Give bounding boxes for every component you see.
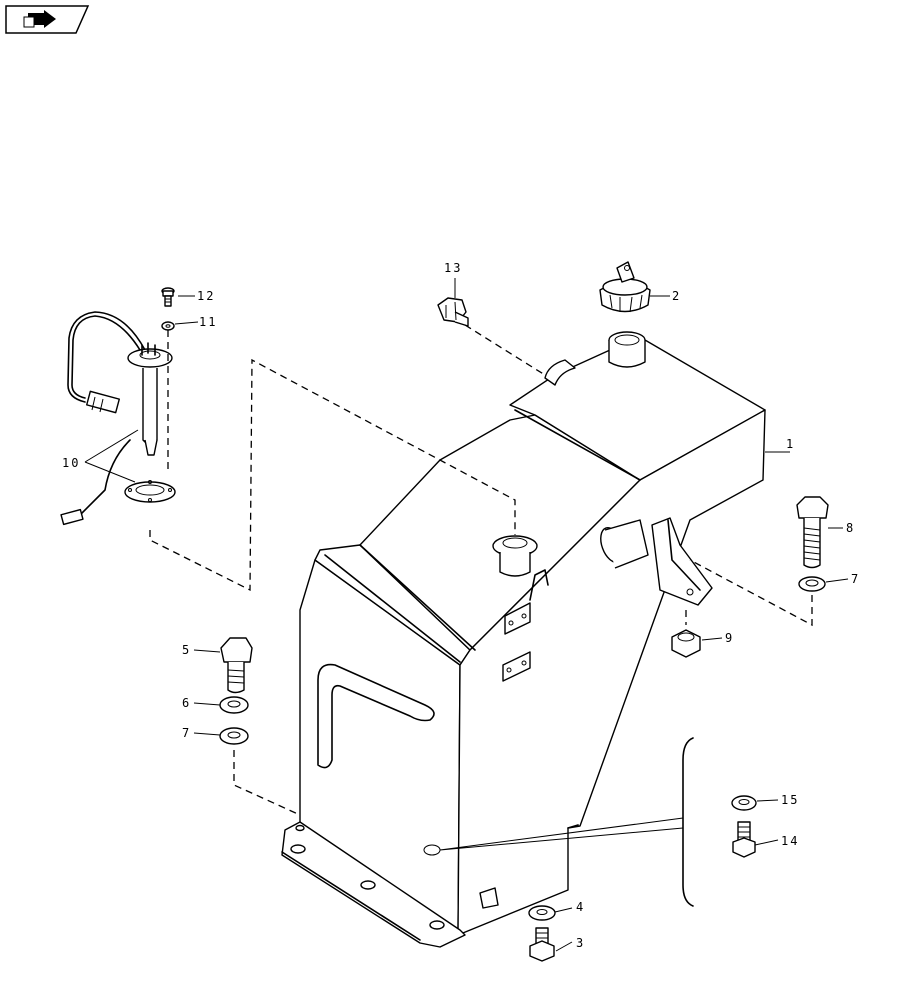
callout-12: 12: [197, 289, 215, 303]
nut: [671, 629, 701, 658]
callout-7-right: 7: [851, 572, 860, 586]
fuel-tank: [281, 331, 766, 948]
lock-washer: [161, 321, 175, 331]
callout-6: 6: [182, 696, 191, 710]
back-nav-icon[interactable]: [5, 5, 90, 34]
drain-plug-bottom: [529, 927, 555, 962]
bolt: [796, 496, 829, 569]
callout-13: 13: [444, 261, 462, 275]
callout-4: 4: [576, 900, 585, 914]
screw: [161, 287, 175, 307]
washer-bottom: [528, 905, 556, 921]
washer-drain: [731, 795, 757, 811]
callout-14: 14: [781, 834, 799, 848]
callout-8: 8: [846, 521, 855, 535]
lock-washer-left: [219, 696, 249, 714]
bolt-left: [220, 637, 253, 694]
leader-lines: [84, 278, 849, 952]
callout-11: 11: [199, 315, 217, 329]
plug: [437, 297, 469, 327]
filler-cap: [599, 261, 651, 313]
detail-bracket: [682, 737, 694, 907]
callout-10: 10: [62, 456, 80, 470]
drain-plug: [732, 821, 756, 858]
callout-3: 3: [576, 936, 585, 950]
callout-7-left: 7: [182, 726, 191, 740]
callout-9: 9: [725, 631, 734, 645]
fuel-level-sender: [60, 311, 176, 526]
callout-2: 2: [672, 289, 681, 303]
callout-1: 1: [786, 437, 795, 451]
callout-5: 5: [182, 643, 191, 657]
washer-right: [798, 576, 826, 592]
assembly-lines: [149, 324, 813, 816]
callout-15: 15: [781, 793, 799, 807]
washer-left: [219, 727, 249, 745]
callouts: 1 2 3 4 5 6 7 7 8 9 10 11 12 13 14 15: [62, 261, 860, 950]
